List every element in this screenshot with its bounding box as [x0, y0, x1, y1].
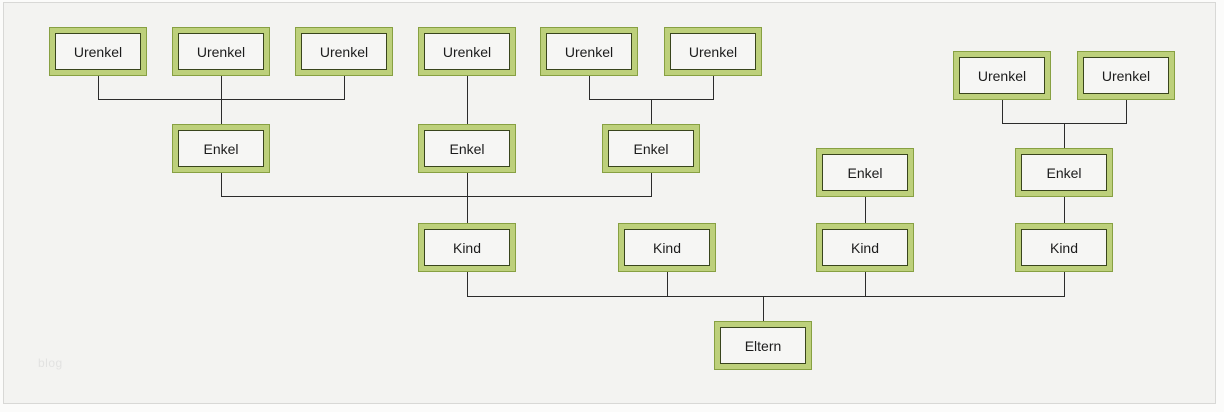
node-urenkel-6: Urenkel	[664, 27, 762, 76]
connector-line	[221, 173, 222, 196]
connector-line	[98, 76, 99, 99]
connector-line	[221, 76, 222, 124]
connector-line	[221, 196, 652, 197]
node-label: Enkel	[822, 154, 908, 191]
node-label: Kind	[624, 229, 710, 266]
node-label: Urenkel	[424, 33, 510, 70]
node-label: Urenkel	[546, 33, 632, 70]
connector-line	[1064, 197, 1065, 223]
node-enkel-2: Enkel	[418, 124, 516, 173]
node-kind-2: Kind	[618, 223, 716, 272]
node-eltern: Eltern	[714, 321, 812, 370]
node-label: Urenkel	[301, 33, 387, 70]
node-urenkel-8: Urenkel	[1077, 51, 1175, 100]
node-label: Urenkel	[959, 57, 1045, 94]
node-urenkel-1: Urenkel	[49, 27, 147, 76]
node-label: Urenkel	[670, 33, 756, 70]
node-label: Kind	[1021, 229, 1107, 266]
node-urenkel-7: Urenkel	[953, 51, 1051, 100]
node-label: Kind	[424, 229, 510, 266]
node-kind-4: Kind	[1015, 223, 1113, 272]
node-kind-1: Kind	[418, 223, 516, 272]
connector-line	[1064, 272, 1065, 296]
connector-line	[589, 76, 590, 99]
connector-line	[651, 173, 652, 196]
connector-line	[467, 173, 468, 223]
node-label: Urenkel	[1083, 57, 1169, 94]
node-urenkel-5: Urenkel	[540, 27, 638, 76]
node-label: Enkel	[1021, 154, 1107, 191]
node-urenkel-3: Urenkel	[295, 27, 393, 76]
connector-line	[865, 197, 866, 223]
connector-line	[667, 272, 668, 296]
connector-line	[865, 272, 866, 296]
connector-line	[651, 99, 652, 124]
node-enkel-1: Enkel	[172, 124, 270, 173]
node-enkel-4: Enkel	[816, 148, 914, 197]
node-label: Enkel	[178, 130, 264, 167]
node-label: Enkel	[424, 130, 510, 167]
connector-line	[467, 272, 468, 296]
node-kind-3: Kind	[816, 223, 914, 272]
connector-line	[467, 296, 1065, 297]
connector-line	[763, 296, 764, 321]
node-label: Enkel	[608, 130, 694, 167]
connector-line	[98, 99, 345, 100]
connector-line	[344, 76, 345, 99]
node-label: Kind	[822, 229, 908, 266]
watermark-text: blog	[38, 356, 63, 370]
connector-line	[1126, 100, 1127, 123]
node-label: Urenkel	[55, 33, 141, 70]
connector-line	[713, 76, 714, 99]
node-enkel-3: Enkel	[602, 124, 700, 173]
node-urenkel-2: Urenkel	[172, 27, 270, 76]
connector-line	[1064, 123, 1065, 148]
node-label: Eltern	[720, 327, 806, 364]
connector-line	[467, 76, 468, 124]
node-label: Urenkel	[178, 33, 264, 70]
node-enkel-5: Enkel	[1015, 148, 1113, 197]
node-urenkel-4: Urenkel	[418, 27, 516, 76]
connector-line	[1002, 100, 1003, 123]
